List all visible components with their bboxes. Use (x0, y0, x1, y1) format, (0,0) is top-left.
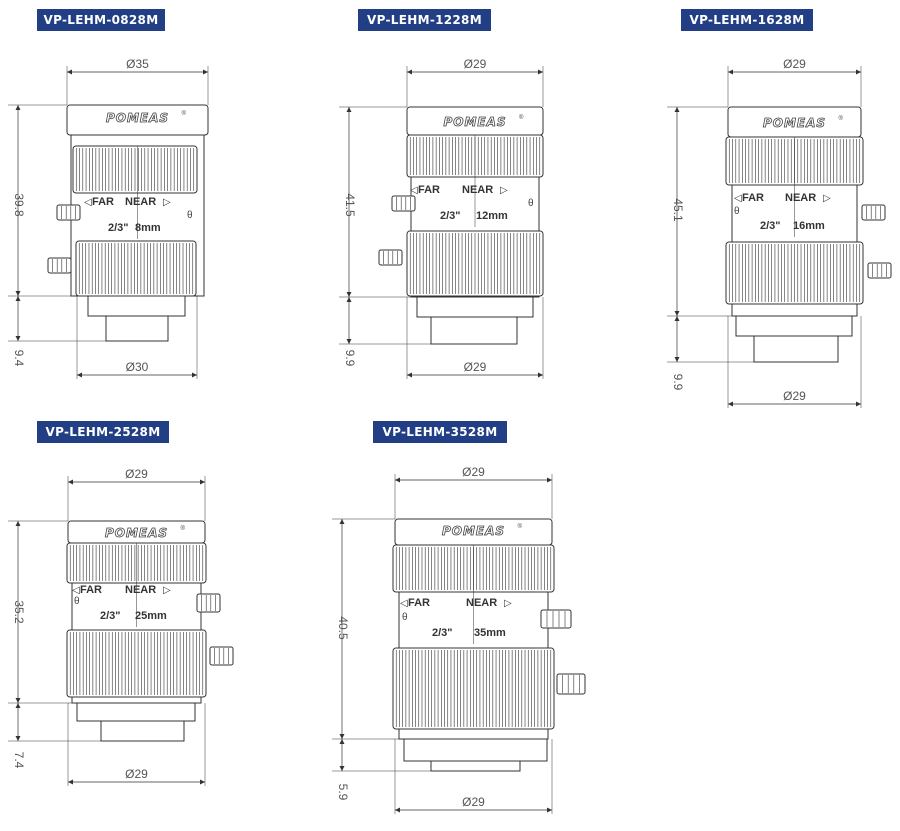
near-label: NEAR (125, 584, 156, 596)
locking-screw (47, 257, 72, 274)
top-diameter-label: Ø29 (462, 465, 485, 479)
bottom-diameter-label: Ø29 (462, 795, 485, 809)
theta-mark: θ (528, 198, 534, 209)
lens-mount (100, 720, 185, 742)
lens-mount (753, 335, 839, 363)
locking-screw (867, 262, 892, 279)
lens-step (87, 295, 186, 317)
bottom-diameter-label: Ø29 (464, 360, 487, 374)
title-2528m: VP-LEHM-2528M (37, 421, 169, 443)
far-arrow-icon: ◁ (410, 185, 418, 196)
title-0828m: VP-LEHM-0828M (37, 9, 165, 31)
top-diameter-label: Ø29 (125, 467, 148, 481)
bottom-diameter-label: Ø29 (125, 767, 148, 781)
near-arrow-icon: ▷ (504, 598, 512, 609)
theta-mark: θ (402, 612, 408, 623)
registered-mark: ® (182, 110, 187, 117)
top-diameter-label: Ø29 (464, 57, 487, 71)
title-1228m: VP-LEHM-1228M (358, 9, 491, 31)
focal-length-label: 16mm (793, 220, 825, 232)
brand-logo: POMEAS (442, 524, 505, 538)
brand-logo: POMEAS (105, 526, 168, 540)
near-label: NEAR (466, 597, 497, 609)
format-label: 2/3" (100, 610, 121, 622)
registered-mark: ® (181, 525, 186, 532)
lens-mount (105, 315, 169, 342)
format-label: 2/3" (108, 222, 129, 234)
brand-logo: POMEAS (763, 116, 826, 130)
back-length-label: 9.4 (12, 350, 26, 367)
length-label: 45.1 (671, 198, 685, 222)
title-1628m: VP-LEHM-1628M (681, 9, 813, 31)
back-length-label: 9.9 (343, 350, 357, 367)
near-arrow-icon: ▷ (163, 197, 171, 208)
far-arrow-icon: ◁ (84, 197, 92, 208)
far-arrow-icon: ◁ (72, 585, 80, 596)
brand-logo: POMEAS (443, 115, 506, 129)
focal-length-label: 35mm (474, 627, 506, 639)
locking-screw (391, 195, 416, 212)
far-arrow-icon: ◁ (400, 598, 408, 609)
focal-length-label: 12mm (476, 210, 508, 222)
theta-mark: θ (187, 210, 193, 221)
lens-step (76, 702, 196, 722)
bottom-diameter-label: Ø30 (126, 360, 149, 374)
locking-screw (378, 249, 403, 266)
title-3528m: VP-LEHM-3528M (373, 421, 507, 443)
brand-logo: POMEAS (106, 111, 169, 125)
lens-step (403, 738, 548, 762)
locking-screw (540, 609, 572, 629)
lens-step (416, 296, 534, 318)
locking-screw (209, 646, 234, 666)
locking-screw (56, 204, 81, 221)
far-label: FAR (80, 584, 102, 596)
format-label: 2/3" (760, 220, 781, 232)
top-diameter-label: Ø29 (783, 57, 806, 71)
near-label: NEAR (785, 192, 816, 204)
aperture-ring (66, 629, 207, 698)
registered-mark: ® (839, 115, 844, 122)
lens-mount (430, 760, 521, 772)
near-arrow-icon: ▷ (823, 193, 831, 204)
locking-screw (556, 673, 586, 695)
theta-mark: θ (734, 206, 740, 217)
length-label: 41.5 (343, 193, 357, 217)
far-label: FAR (418, 184, 440, 196)
near-arrow-icon: ▷ (163, 585, 171, 596)
registered-mark: ® (518, 523, 523, 530)
registered-mark: ® (519, 114, 524, 121)
lens-step (735, 315, 853, 337)
format-label: 2/3" (440, 210, 461, 222)
length-label: 39.8 (12, 193, 26, 217)
locking-screw (861, 204, 886, 221)
top-diameter-label: Ø35 (126, 57, 149, 71)
format-label: 2/3" (432, 627, 453, 639)
focal-length-label: 8mm (135, 222, 161, 234)
locking-screw (196, 593, 221, 613)
far-label: FAR (92, 196, 114, 208)
far-arrow-icon: ◁ (734, 193, 742, 204)
bottom-diameter-label: Ø29 (783, 389, 806, 403)
near-label: NEAR (462, 184, 493, 196)
focal-length-label: 25mm (135, 610, 167, 622)
back-length-label: 5.9 (336, 784, 350, 801)
theta-mark: θ (74, 596, 80, 607)
near-arrow-icon: ▷ (500, 185, 508, 196)
aperture-ring (75, 240, 197, 297)
back-length-label: 7.4 (12, 752, 26, 769)
lens-mount (430, 316, 518, 345)
length-label: 35.2 (12, 600, 26, 624)
far-label: FAR (408, 597, 430, 609)
length-label: 40.5 (336, 616, 350, 640)
far-label: FAR (742, 192, 764, 204)
near-label: NEAR (125, 196, 156, 208)
back-length-label: 9.9 (671, 374, 685, 391)
